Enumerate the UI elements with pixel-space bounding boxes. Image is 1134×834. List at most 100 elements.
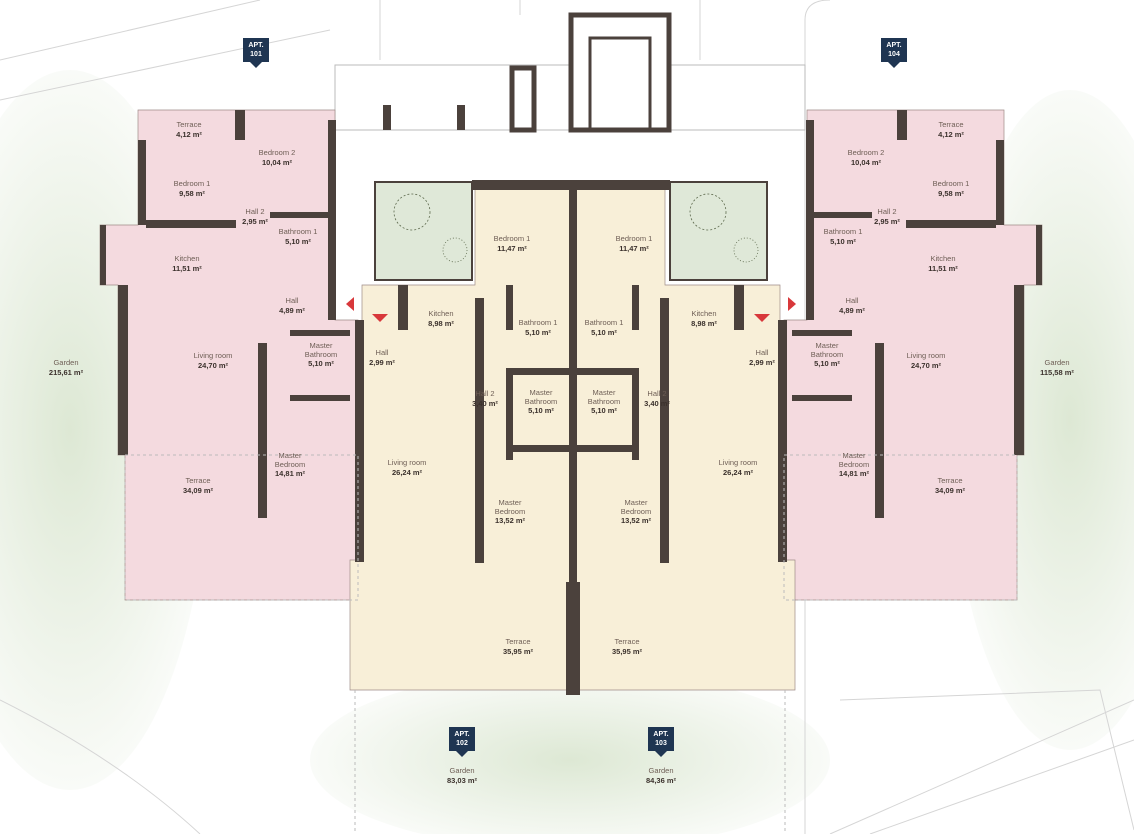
room-area: 3,40 m² (644, 399, 670, 408)
room-area: 8,98 m² (428, 319, 454, 328)
room-name: Master Bathroom (524, 388, 558, 406)
room-name: Living room (387, 458, 427, 467)
room-area: 26,24 m² (722, 468, 754, 477)
room-name: Living room (718, 458, 758, 467)
room-name: Master Bathroom (587, 388, 621, 406)
room-name: Hall (285, 296, 299, 305)
room-name: Terrace (614, 637, 640, 646)
room-name: Living room (906, 351, 946, 360)
room-area: 5,10 m² (830, 237, 856, 246)
room-area: 4,89 m² (279, 306, 305, 315)
room-name: Terrace (937, 476, 963, 485)
room-area: 8,98 m² (691, 319, 717, 328)
room-name: Kitchen (930, 254, 956, 263)
room-area: 2,99 m² (749, 358, 775, 367)
badge-prefix: APT. (886, 42, 902, 49)
room-area: 4,12 m² (938, 130, 964, 139)
room-area: 2,95 m² (874, 217, 900, 226)
room-name: Hall (845, 296, 859, 305)
room-area: 13,52 m² (494, 516, 526, 525)
room-name: Terrace (938, 120, 964, 129)
room-area: 11,47 m² (619, 244, 649, 253)
garden-boundary (124, 454, 1018, 834)
badge-number: 101 (250, 51, 262, 58)
room-area: 10,04 m² (261, 158, 293, 167)
room-area: 5,10 m² (525, 328, 551, 337)
room-name: Hall 2 (877, 207, 897, 216)
room-name: Bathroom 1 (278, 227, 318, 236)
courtyard-right (669, 181, 768, 281)
walls (100, 110, 1042, 695)
room-name: Hall (755, 348, 769, 357)
room-area: 9,58 m² (179, 189, 205, 198)
room-name: Bathroom 1 (584, 318, 624, 327)
apt-101-badge[interactable]: APT.101 (243, 38, 269, 68)
room-name: Master Bedroom (494, 498, 526, 516)
apt-104-badge[interactable]: APT.104 (881, 38, 907, 68)
room-area: 11,47 m² (497, 244, 527, 253)
room-area: 5,10 m² (591, 406, 617, 415)
room-area: 11,51 m² (172, 264, 202, 273)
room-name: Hall 2 (245, 207, 265, 216)
room-name: Master Bedroom (620, 498, 652, 516)
room-area: 5,10 m² (528, 406, 554, 415)
courtyard-left (374, 181, 473, 281)
room-name: Bathroom 1 (518, 318, 558, 327)
room-name: Garden (1044, 358, 1070, 367)
room-area: 9,58 m² (938, 189, 964, 198)
room-name: Master Bedroom (274, 451, 306, 469)
room-name: Terrace (505, 637, 531, 646)
room-area: 215,61 m² (48, 368, 84, 377)
room-area: 34,09 m² (182, 486, 214, 495)
room-area: 14,81 m² (838, 469, 870, 478)
room-area: 5,10 m² (285, 237, 311, 246)
room-name: Hall 2 (475, 389, 495, 398)
badge-number: 102 (456, 740, 468, 747)
room-area: 34,09 m² (934, 486, 966, 495)
badge-prefix: APT. (454, 731, 470, 738)
room-name: Master Bedroom (838, 451, 870, 469)
room-area: 13,52 m² (620, 516, 652, 525)
room-name: Master Bathroom (304, 341, 338, 359)
room-area: 5,10 m² (814, 359, 840, 368)
badge-prefix: APT. (653, 731, 669, 738)
room-name: Garden (648, 766, 674, 775)
room-name: Bathroom 1 (823, 227, 863, 236)
room-name: Garden (449, 766, 475, 775)
room-name: Bedroom 2 (258, 148, 296, 157)
apt-103-badge[interactable]: APT.103 (648, 727, 674, 757)
apt-102-badge[interactable]: APT. 102 (449, 727, 475, 757)
room-area: 4,89 m² (839, 306, 865, 315)
room-area: 4,12 m² (176, 130, 202, 139)
room-name: Bedroom 1 (493, 234, 531, 243)
